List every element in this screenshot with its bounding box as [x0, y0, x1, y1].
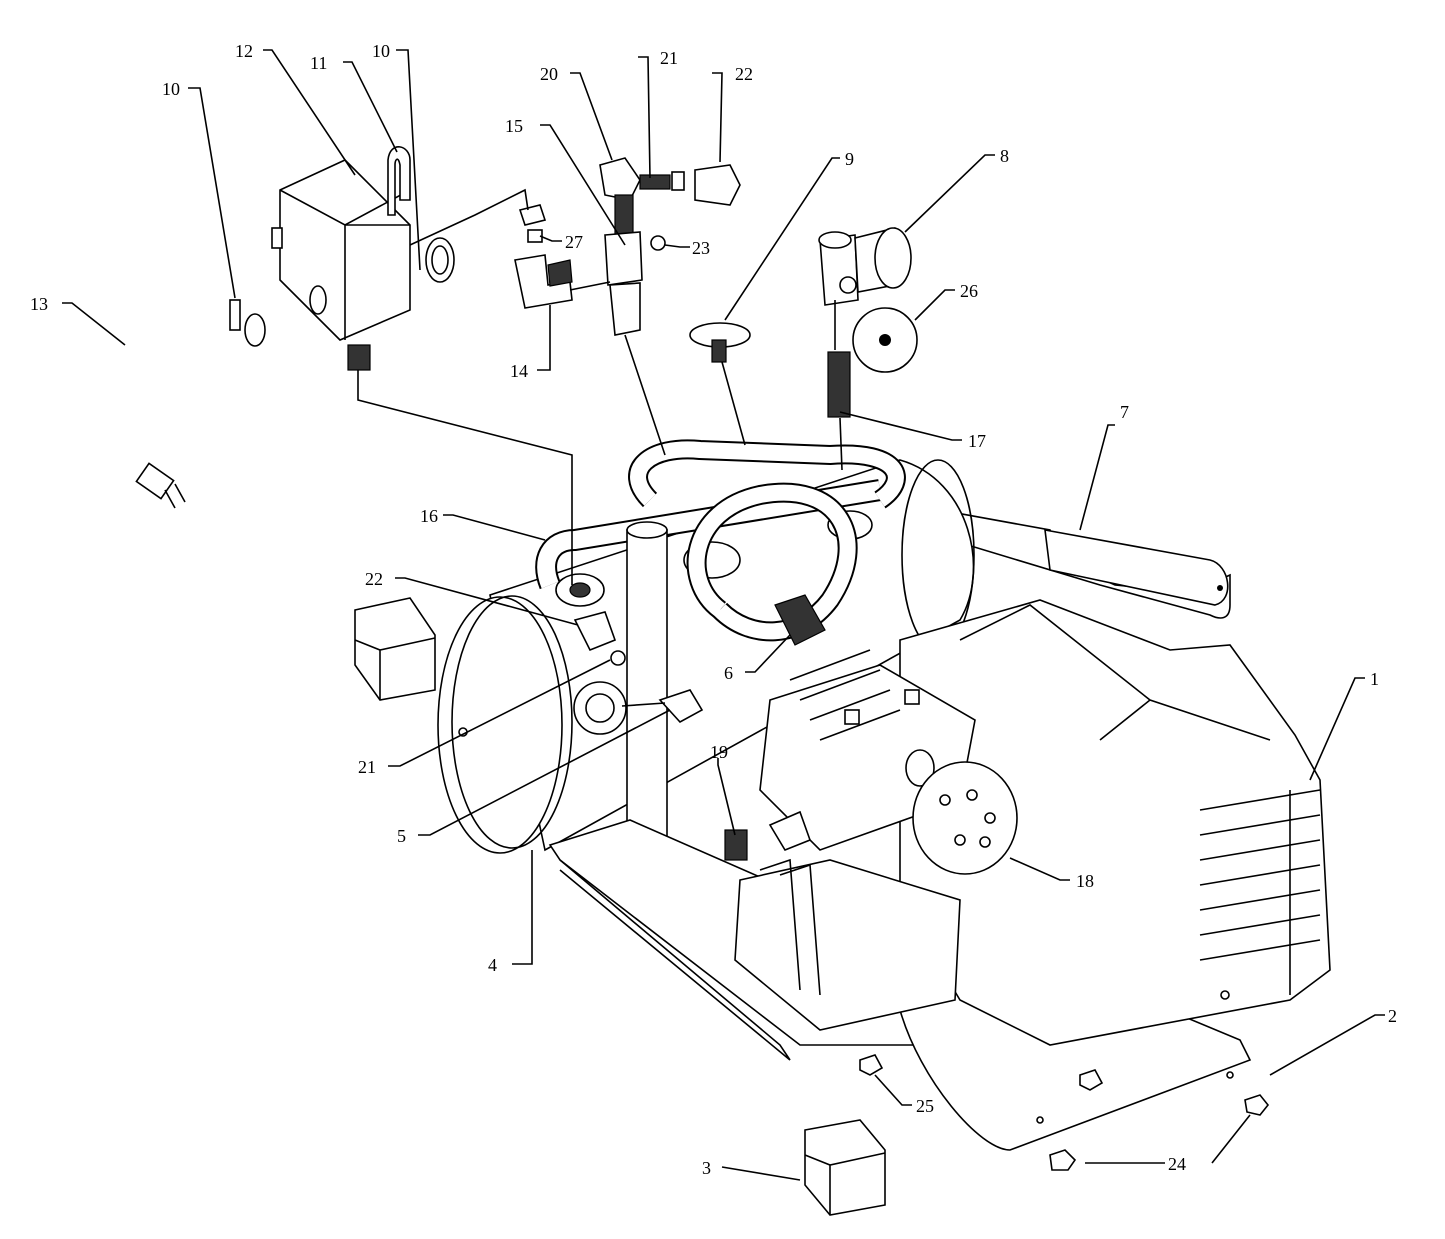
callout-25: 25: [916, 1096, 934, 1116]
leader-11: [343, 61, 398, 153]
callout-7: 7: [1120, 402, 1129, 422]
callout-22b: 22: [365, 569, 383, 589]
connect-cap-tank: [721, 361, 746, 446]
leader-27: [539, 235, 562, 242]
leader-25: [874, 1074, 912, 1106]
leader-2: [1269, 1014, 1385, 1076]
leader-20: [570, 72, 613, 161]
leader-16: [443, 514, 546, 541]
connect-elbow-valve: [569, 281, 611, 291]
leader-15: [540, 124, 626, 246]
nipple-drawing: [774, 594, 826, 646]
leader-lines: [62, 49, 1385, 1181]
leader-12: [263, 49, 356, 176]
callout-20: 20: [540, 64, 558, 84]
callout-10a: 10: [162, 79, 180, 99]
connect-fitting-port: [621, 702, 666, 707]
leader-24: [1085, 1114, 1251, 1164]
leader-21a: [638, 56, 651, 179]
cap-drawing: [689, 322, 751, 363]
tank-fittings-drawing: [573, 611, 704, 724]
callout-12: 12: [235, 41, 253, 61]
callout-8: 8: [1000, 146, 1009, 166]
connect-valve-tank: [624, 334, 666, 456]
callout-23: 23: [692, 238, 710, 258]
callout-21a: 21: [660, 48, 678, 68]
leader-18: [1009, 857, 1070, 881]
callout-22a: 22: [735, 64, 753, 84]
leader-13: [62, 302, 126, 346]
leader-21b: [388, 659, 611, 767]
callout-10b: 10: [372, 41, 390, 61]
callout-24: 24: [1168, 1154, 1186, 1174]
rubber-foot-drawing: [354, 597, 886, 1216]
leader-19: [717, 758, 736, 836]
leader-7: [1079, 424, 1115, 531]
leader-10a: [188, 87, 236, 299]
callout-2: 2: [1388, 1006, 1397, 1026]
handle-drawing: [884, 499, 1231, 619]
callout-15: 15: [505, 116, 523, 136]
leader-10b: [396, 49, 421, 271]
check-valve-drawing: [599, 157, 741, 336]
connect-switch-elbow: [409, 188, 529, 246]
vent-slots: [1199, 789, 1321, 961]
callout-21b: 21: [358, 757, 376, 777]
leader-26: [914, 289, 955, 321]
callout-13: 13: [30, 294, 48, 314]
power-cord-drawing: [97, 299, 266, 509]
leader-17: [839, 411, 962, 441]
callout-5: 5: [397, 826, 406, 846]
callout-1: 1: [1370, 669, 1379, 689]
discharge-tube-drawing: [535, 439, 906, 886]
leader-6: [745, 634, 791, 673]
callout-26: 26: [960, 281, 978, 301]
callout-19: 19: [710, 742, 728, 762]
pump-head-drawing: [724, 649, 1018, 1031]
motor-shroud-drawing: [899, 599, 1331, 1046]
leader-4: [512, 850, 533, 965]
connect-reg-tank: [839, 417, 843, 471]
leader-1: [1309, 677, 1365, 781]
callout-4: 4: [488, 955, 497, 975]
callout-17: 17: [968, 431, 986, 451]
leader-3: [721, 1166, 801, 1181]
elbow-fittings-drawing: [514, 204, 573, 309]
callout-3: 3: [702, 1158, 711, 1178]
callout-9: 9: [845, 149, 854, 169]
leader-9: [724, 157, 840, 321]
pressure-switch-drawing: [271, 146, 455, 371]
callout-16: 16: [420, 506, 438, 526]
regulator-drawing: [818, 227, 918, 418]
leader-22a: [712, 72, 723, 163]
leader-23: [664, 244, 690, 248]
callout-27: 27: [565, 232, 583, 252]
leader-5: [418, 709, 671, 836]
callout-11: 11: [310, 53, 327, 73]
leader-22b: [395, 577, 579, 626]
callout-labels: 1 2 3 4 5 6 7 8 9 10 10 11 12 13 14 15 1…: [30, 41, 1397, 1178]
connect-switch-tank: [357, 370, 573, 585]
leader-8: [904, 154, 995, 233]
callout-18: 18: [1076, 871, 1094, 891]
leader-14: [537, 305, 551, 371]
callout-14: 14: [510, 361, 528, 381]
callout-6: 6: [724, 663, 733, 683]
compressor-line-art: [97, 146, 1331, 1216]
